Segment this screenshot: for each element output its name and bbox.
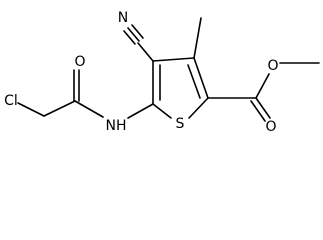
sulfur-atom-label: S [176, 116, 185, 132]
nitrile-nitrogen-atom-label: N [118, 10, 128, 26]
ester-alkoxy-oxygen-atom-label: O [267, 58, 278, 74]
bond-cl-ch2 [17, 102, 45, 117]
bond-c3-c2-single [193, 57, 209, 99]
bond-c2-s [188, 97, 209, 119]
bond-ester-c-o-single [255, 73, 270, 99]
ester-carbonyl-oxygen-atom-label: O [265, 119, 276, 135]
chemical-structure-diagram: Cl O NH S N O O [4, 10, 320, 135]
amide-oxygen-atom-label: O [74, 54, 85, 70]
bond-nitrile-3 [131, 24, 144, 39]
bond-s-c5 [152, 103, 172, 119]
amide-nitrogen-atom-label: NH [106, 118, 127, 134]
bond-c3-methyl [193, 17, 202, 59]
bond-c3-c2-inner [187, 64, 201, 99]
bond-ch2-carbonyl [43, 100, 76, 117]
bond-ester-c-o-double-1 [255, 97, 271, 119]
bond-c4-cn [137, 42, 154, 62]
bond-ester-c-o-double-2 [250, 100, 266, 122]
chlorine-atom-label: Cl [4, 93, 18, 109]
bond-nh-ring [127, 103, 154, 119]
bond-carbonyl-nh [74, 100, 104, 118]
bond-nitrile-2 [123, 30, 136, 45]
bond-c4-c3 [152, 57, 195, 62]
bond-nitrile-1 [127, 27, 140, 42]
